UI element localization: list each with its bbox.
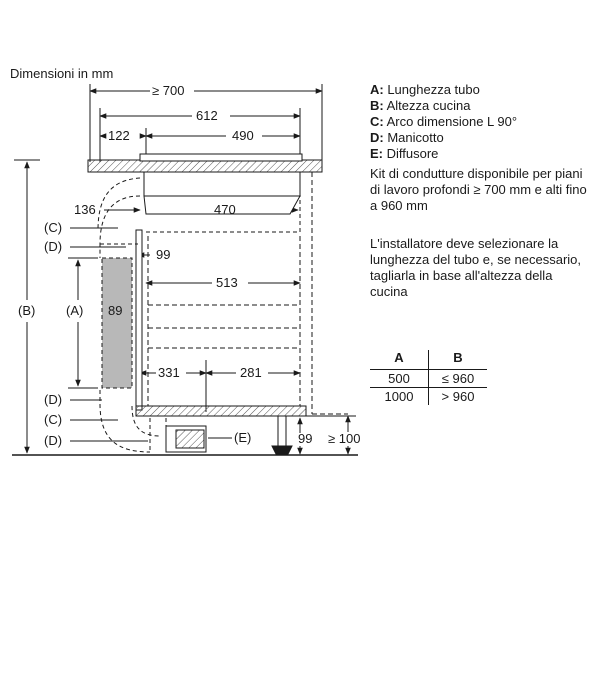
table-row: 500 ≤ 960 bbox=[370, 369, 487, 388]
legend-item-c: C: Arco dimensione L 90° bbox=[370, 114, 518, 129]
legend-item-d: D: Manicotto bbox=[370, 130, 444, 145]
dim-99-top: 99 bbox=[156, 247, 171, 262]
duct-tube-a bbox=[101, 257, 133, 389]
dim-513: 513 bbox=[216, 275, 238, 290]
kitchen-cabinet bbox=[147, 172, 348, 415]
table-cell: ≤ 960 bbox=[441, 371, 475, 386]
unit-note: Dimensioni in mm bbox=[10, 66, 114, 81]
callout-e: (E) bbox=[234, 430, 252, 445]
dim-100: ≥ 100 bbox=[328, 431, 361, 446]
legend-item-b: B: Altezza cucina bbox=[370, 98, 471, 113]
table-cell: 1000 bbox=[370, 387, 429, 405]
duct-path bbox=[97, 177, 167, 453]
callout-d-bottom2: (D) bbox=[44, 433, 63, 448]
callout-c-top: (C) bbox=[44, 220, 63, 235]
callout-d-top: (D) bbox=[44, 239, 63, 254]
callout-a: (A) bbox=[66, 303, 84, 318]
dim-122: 122 bbox=[108, 128, 130, 143]
note-duct-kit: Kit di condutture disponibile per piani … bbox=[370, 166, 587, 213]
callout-d-bottom: (D) bbox=[44, 392, 63, 407]
worktop bbox=[87, 159, 323, 173]
dim-281: 281 bbox=[240, 365, 262, 380]
diffuser bbox=[165, 425, 207, 453]
table-cell: > 960 bbox=[441, 389, 475, 404]
dim-331: 331 bbox=[158, 365, 180, 380]
dim-136: 136 bbox=[74, 202, 96, 217]
table-row: 1000 > 960 bbox=[370, 387, 487, 405]
table-header-a: A bbox=[370, 350, 429, 370]
cabinet-back-panel bbox=[135, 229, 143, 411]
dim-700: ≥ 700 bbox=[152, 83, 185, 98]
dimension-lines bbox=[12, 84, 356, 456]
note-installer: L'installatore deve selezionare la lungh… bbox=[370, 236, 582, 299]
table-header-b: B bbox=[428, 350, 487, 370]
dim-89: 89 bbox=[108, 303, 123, 318]
legend-item-a: A: Lunghezza tubo bbox=[370, 82, 480, 97]
dim-470: 470 bbox=[214, 202, 236, 217]
cooktop-unit bbox=[139, 153, 303, 233]
dim-99-bottom: 99 bbox=[298, 431, 313, 446]
callout-b: (B) bbox=[18, 303, 36, 318]
duct-length-table: A B 500 ≤ 960 1000 > 960 bbox=[370, 350, 487, 405]
dim-490: 490 bbox=[232, 128, 254, 143]
cabinet-foot bbox=[271, 415, 293, 455]
legend-item-e: E: Diffusore bbox=[370, 146, 439, 161]
callout-c-bottom: (C) bbox=[44, 412, 63, 427]
legend: A: Lunghezza tubo B: Altezza cucina C: A… bbox=[370, 82, 517, 162]
table-cell: 500 bbox=[370, 369, 429, 388]
cabinet-base bbox=[135, 405, 307, 417]
dim-612: 612 bbox=[196, 108, 218, 123]
